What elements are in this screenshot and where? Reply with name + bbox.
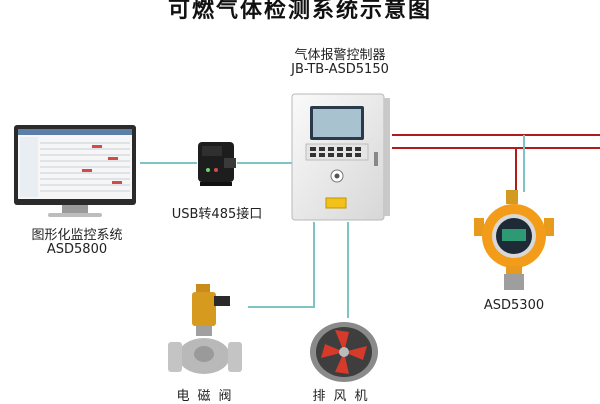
diagram-title: 可燃气体检测系统示意图 xyxy=(167,0,432,23)
monitor-icon xyxy=(14,125,136,217)
exhaust-fan-icon xyxy=(310,322,378,382)
detector-model: ASD5300 xyxy=(483,298,545,313)
controller-cabinet-icon xyxy=(291,93,390,221)
monitor-model: ASD5800 xyxy=(46,242,108,257)
controller-valve-line xyxy=(248,222,315,308)
controller-model: JB-TB-ASD5150 xyxy=(291,62,389,77)
gas-detector-icon xyxy=(474,190,554,290)
valve-label: 电磁阀 xyxy=(176,389,240,404)
converter-label: USB转485接口 xyxy=(171,207,263,222)
monitor-name: 图形化监控系统 xyxy=(31,228,123,243)
fan-label: 排风机 xyxy=(312,389,376,404)
usb-485-converter-icon xyxy=(198,142,236,186)
solenoid-valve-icon xyxy=(168,284,242,374)
controller-name: 气体报警控制器 xyxy=(294,48,386,63)
